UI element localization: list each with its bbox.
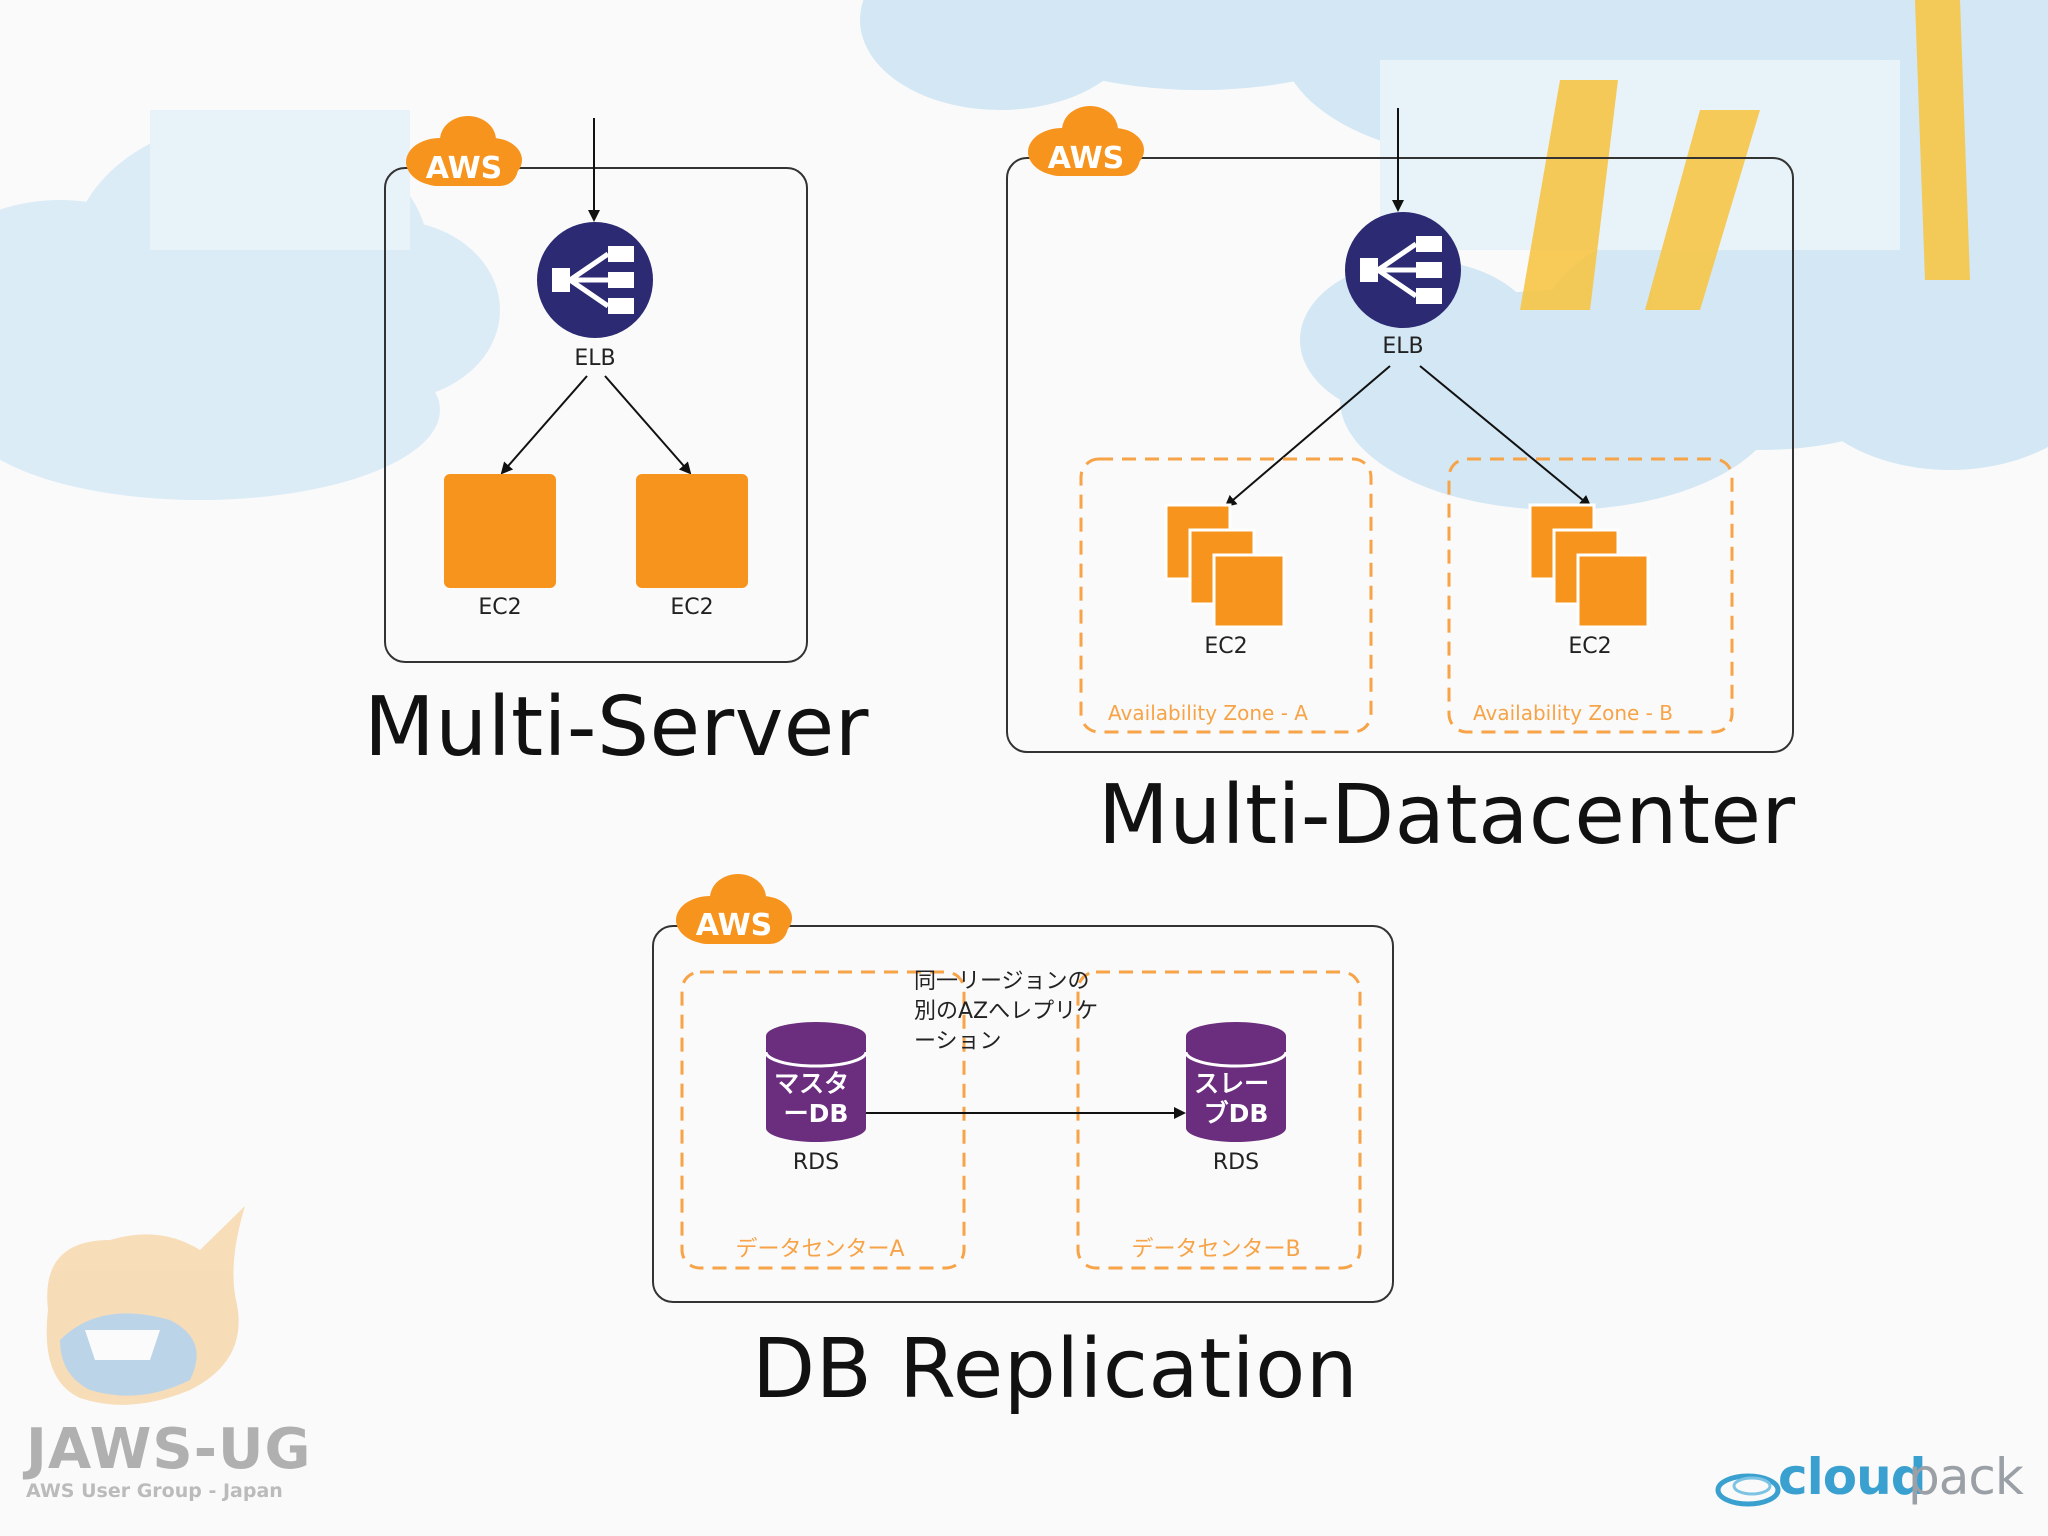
db-replication-caption: DB Replication (752, 1322, 1359, 1417)
ec2-instance-icon (636, 474, 748, 588)
master-db-label: マスタ ーDB (774, 1069, 858, 1128)
aws-frame (652, 925, 1394, 1303)
ec2-label: EC2 (478, 595, 521, 620)
jaws-mascot-icon (46, 1206, 245, 1405)
db-replication-diagram: AWS 同一リージョンの 別のAZへレプリケ ーション マスタ ーDB RDS … (652, 874, 1394, 1303)
ec2-instance-icon (444, 474, 556, 588)
datacenter-label: データセンターB (1131, 1237, 1300, 1262)
cloudpack-logo: cloud pack (1712, 1448, 2024, 1518)
aws-badge-label: AWS (696, 908, 773, 943)
multi-datacenter-caption: Multi-Datacenter (1098, 768, 1796, 863)
availability-zone-a (1079, 457, 1373, 734)
aws-badge-icon: AWS (676, 874, 792, 944)
load-balancer-icon (537, 222, 653, 338)
background-clouds (0, 0, 2048, 510)
aws-badge-label: AWS (426, 151, 503, 186)
cloudpack-wordmark-light: pack (1908, 1448, 2024, 1506)
slave-db-label: スレー ブDB (1194, 1069, 1278, 1128)
jaws-ug-logo: JAWS-UG AWS User Group - Japan (26, 1417, 312, 1503)
aws-badge-icon: AWS (1028, 106, 1144, 176)
aws-frame (384, 167, 808, 663)
load-balancer-icon (1345, 212, 1461, 328)
ec2-label: EC2 (670, 595, 713, 620)
availability-zone-label: Availability Zone - A (1108, 701, 1308, 725)
ec2-instance-icon (1164, 503, 1286, 629)
rds-label: RDS (1213, 1150, 1259, 1175)
multi-server-diagram: AWS ELB EC2 EC2 (384, 116, 808, 663)
availability-zone-label: Availability Zone - B (1473, 701, 1673, 725)
cloudpack-swirl-icon (1715, 1473, 1781, 1507)
ec2-label: EC2 (1204, 634, 1247, 659)
availability-zone-b (1447, 457, 1734, 734)
datacenter-a-zone (680, 970, 966, 1270)
elb-label: ELB (574, 346, 615, 371)
jaws-ug-title: JAWS-UG (26, 1417, 312, 1482)
rds-label: RDS (793, 1150, 839, 1175)
ec2-instance-icon (1528, 503, 1650, 629)
jaws-ug-subtitle: AWS User Group - Japan (26, 1480, 283, 1502)
datacenter-b-zone (1076, 970, 1362, 1270)
aws-badge-label: AWS (1048, 141, 1125, 176)
database-icon (764, 1022, 868, 1142)
aws-frame (1006, 157, 1794, 753)
aws-badge-icon: AWS (406, 116, 522, 186)
multi-server-caption: Multi-Server (364, 680, 869, 775)
replication-note: 同一リージョンの 別のAZへレプリケ ーション (914, 969, 1105, 1054)
elb-label: ELB (1382, 334, 1423, 359)
ec2-label: EC2 (1568, 634, 1611, 659)
cloudpack-wordmark-bold: cloud (1778, 1448, 1927, 1506)
database-icon (1184, 1022, 1288, 1142)
datacenter-label: データセンターA (735, 1237, 904, 1262)
multi-datacenter-diagram: AWS ELB EC2 EC2 Availability Zone - (1006, 106, 1794, 753)
